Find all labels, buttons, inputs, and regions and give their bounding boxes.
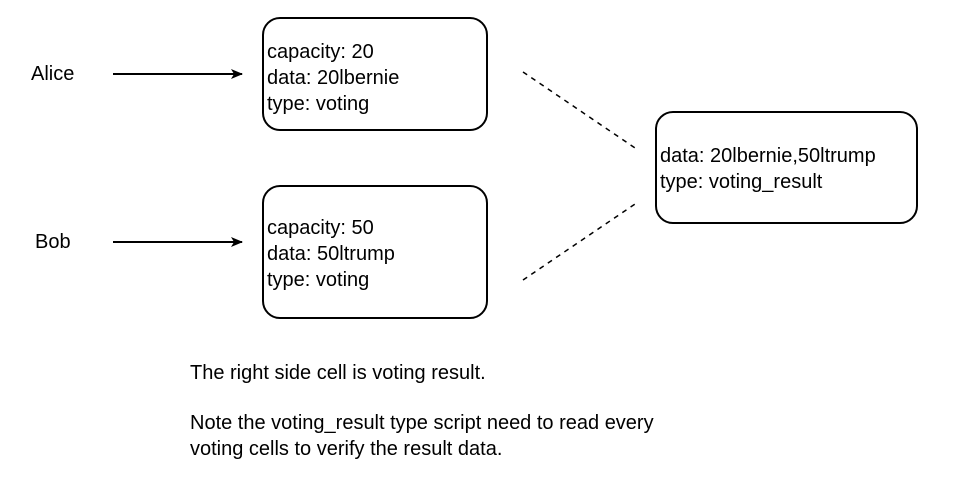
alice-cell-data: data: 20lbernie xyxy=(267,67,400,89)
bob-cell-data: data: 50ltrump xyxy=(267,243,395,265)
alice-to-result-dashed-connector xyxy=(522,71,639,151)
result-cell-type: type: voting_result xyxy=(660,171,823,193)
bob-cell-type: type: voting xyxy=(267,269,370,291)
note-script-line-1: Note the voting_result type script need … xyxy=(190,412,654,434)
alice-voting-cell: capacity: 20 data: 20lbernie type: votin… xyxy=(262,17,488,131)
result-cell-data: data: 20lbernie,50ltrump xyxy=(660,145,876,167)
alice-cell-capacity: capacity: 20 xyxy=(267,41,374,63)
note-script-line-2: voting cells to verify the result data. xyxy=(190,438,503,460)
bob-to-result-dashed-connector xyxy=(522,201,639,281)
bob-cell-capacity: capacity: 50 xyxy=(267,217,374,239)
alice-cell-type: type: voting xyxy=(267,93,370,115)
actor-bob-label: Bob xyxy=(35,231,71,253)
voting-result-cell: data: 20lbernie,50ltrump type: voting_re… xyxy=(655,111,918,224)
bob-voting-cell: capacity: 50 data: 50ltrump type: voting xyxy=(262,185,488,319)
note-right-side-cell: The right side cell is voting result. xyxy=(190,362,486,384)
actor-alice-label: Alice xyxy=(31,63,75,85)
